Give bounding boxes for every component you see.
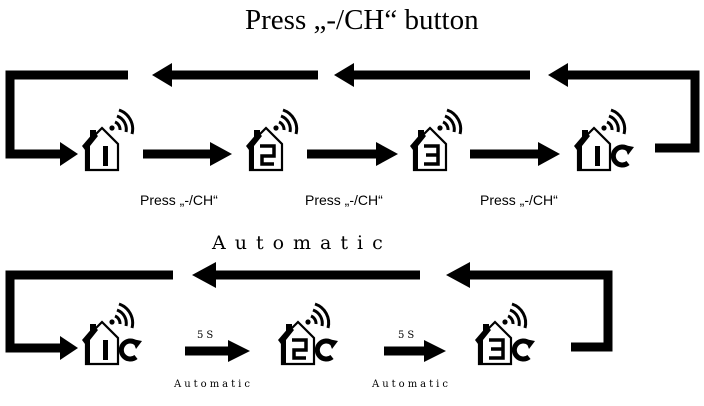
bottom-state-ch1-auto: [80, 302, 142, 366]
step-label: Press „-/CH“: [480, 192, 558, 208]
top-state-ch2: [244, 108, 299, 172]
bottom-loop-arrows: [5, 262, 613, 362]
top-loop-arrows: [5, 63, 700, 166]
top-section-title: Press „-/CH“ button: [245, 4, 479, 36]
bottom-state-ch3-auto: [473, 302, 535, 366]
bottom-section-title: Automatic: [212, 232, 392, 254]
step-label: Press „-/CH“: [140, 192, 218, 208]
top-state-ch1: [80, 108, 135, 172]
interval-label: 5S: [398, 330, 418, 341]
bottom-state-ch2-auto: [276, 302, 338, 366]
top-state-ch1-auto: [572, 108, 634, 172]
step-label: Automatic: [174, 379, 253, 390]
top-state-ch3: [408, 108, 463, 172]
step-label: Press „-/CH“: [305, 192, 383, 208]
step-label: Automatic: [372, 379, 451, 390]
interval-label: 5S: [197, 330, 217, 341]
